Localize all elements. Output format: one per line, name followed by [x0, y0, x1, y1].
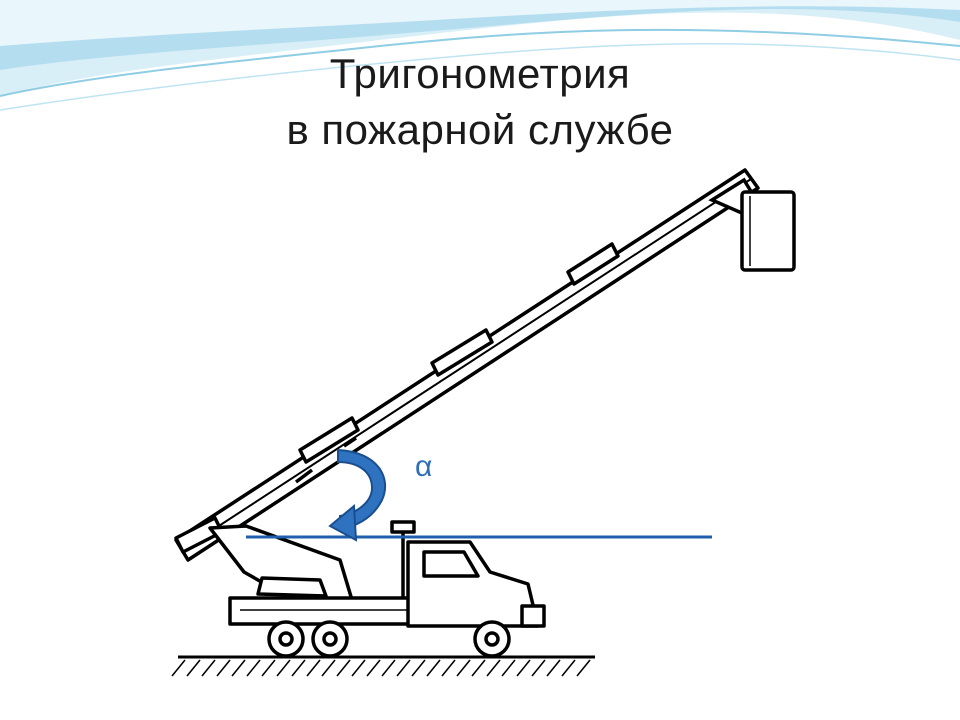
ground — [171, 655, 595, 677]
curved-arrow-icon — [328, 448, 387, 542]
rescue-cradle — [708, 177, 796, 272]
angle-label: α — [415, 450, 433, 483]
truck-body — [228, 520, 546, 628]
wave-line-1 — [0, 28, 960, 97]
title-line-1: Тригонометрия — [329, 50, 631, 97]
truck-wheels — [267, 620, 511, 658]
slide-title: Тригонометрия в пожарной службе — [0, 46, 960, 158]
wave-line-2 — [0, 42, 960, 111]
wave-band-crest — [0, 0, 960, 46]
ladder-boom — [174, 168, 760, 562]
title-line-2: в пожарной службе — [286, 106, 674, 153]
